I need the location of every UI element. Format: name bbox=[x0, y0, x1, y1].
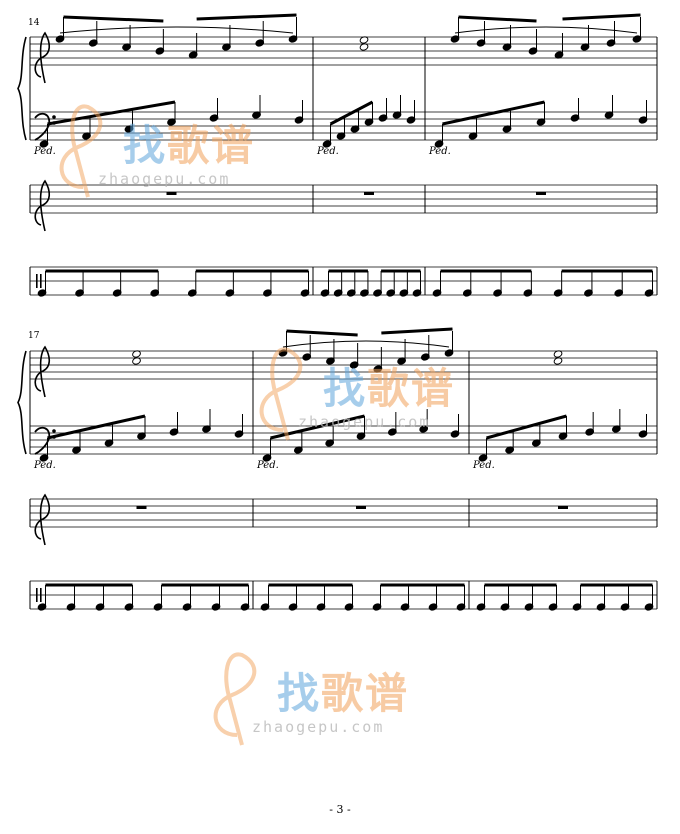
treble-clef-logo-icon bbox=[259, 347, 303, 441]
bass-clef-dot bbox=[52, 429, 56, 433]
watermark: 找歌谱 zhaogepu.com bbox=[182, 640, 422, 750]
whole-rest bbox=[136, 506, 147, 509]
treble-clef-icon bbox=[34, 31, 51, 84]
tie-slur bbox=[454, 26, 638, 34]
pedal-mark: Ped. bbox=[316, 146, 339, 157]
note-beam bbox=[381, 327, 453, 335]
percussion-clef-icon bbox=[36, 588, 38, 602]
tie-slur bbox=[59, 26, 294, 34]
whole-note bbox=[132, 350, 141, 358]
measure-number-14: 14 bbox=[28, 18, 40, 28]
pedal-mark: Ped. bbox=[256, 460, 279, 471]
bass-clef-dot bbox=[52, 115, 56, 119]
watermark-url: zhaogepu.com bbox=[298, 413, 431, 431]
staff-treble bbox=[30, 184, 657, 214]
note-beam bbox=[329, 100, 374, 126]
whole-rest bbox=[356, 506, 366, 509]
pedal-mark: Ped. bbox=[472, 460, 495, 471]
whole-rest bbox=[536, 192, 546, 195]
watermark-logo-text: 找歌谱 bbox=[123, 121, 256, 170]
whole-rest bbox=[364, 192, 374, 195]
note-beam bbox=[486, 414, 567, 440]
note-beam bbox=[458, 15, 537, 23]
treble-clef-icon bbox=[34, 345, 51, 398]
watermark: 找歌谱 zhaogepu.com bbox=[28, 92, 268, 202]
whole-note bbox=[132, 357, 141, 365]
watermark-logo-text: 找歌谱 bbox=[277, 669, 410, 718]
note-beam bbox=[562, 13, 641, 21]
whole-note bbox=[359, 43, 369, 51]
note-beam bbox=[47, 100, 176, 126]
note-beam bbox=[286, 329, 358, 337]
percussion-clef-icon bbox=[40, 588, 42, 602]
percussion-clef-icon bbox=[36, 274, 38, 288]
staff-left-hand bbox=[30, 425, 657, 455]
watermark-url: zhaogepu.com bbox=[98, 170, 231, 188]
grand-staff-brace bbox=[17, 350, 27, 455]
pedal-mark: Ped. bbox=[33, 460, 56, 471]
note-beam bbox=[63, 15, 164, 23]
tie-slur bbox=[282, 340, 450, 348]
whole-note bbox=[553, 357, 563, 365]
whole-rest bbox=[558, 506, 568, 509]
grand-staff-brace bbox=[17, 36, 27, 141]
staff-right-hand bbox=[30, 36, 657, 66]
note-beam bbox=[442, 100, 545, 126]
watermark-logo-text: 找歌谱 bbox=[323, 364, 456, 413]
watermark: 找歌谱 zhaogepu.com bbox=[228, 335, 468, 445]
measure-number-17: 17 bbox=[28, 331, 40, 341]
treble-clef-logo-icon bbox=[213, 652, 257, 746]
treble-clef-logo-icon bbox=[59, 104, 103, 198]
pedal-mark: Ped. bbox=[428, 146, 451, 157]
staff-right-hand bbox=[30, 350, 657, 380]
percussion-clef-icon bbox=[40, 274, 42, 288]
whole-rest bbox=[166, 192, 177, 195]
treble-clef-icon bbox=[34, 493, 51, 546]
watermark-url: zhaogepu.com bbox=[252, 718, 385, 736]
pedal-mark: Ped. bbox=[33, 146, 56, 157]
whole-note bbox=[553, 350, 563, 358]
note-beam bbox=[196, 13, 297, 21]
note-beam bbox=[47, 414, 146, 440]
whole-note bbox=[359, 36, 369, 44]
treble-clef-icon bbox=[34, 179, 51, 232]
page-number: - 3 - bbox=[329, 803, 351, 816]
staff-treble bbox=[30, 498, 657, 528]
